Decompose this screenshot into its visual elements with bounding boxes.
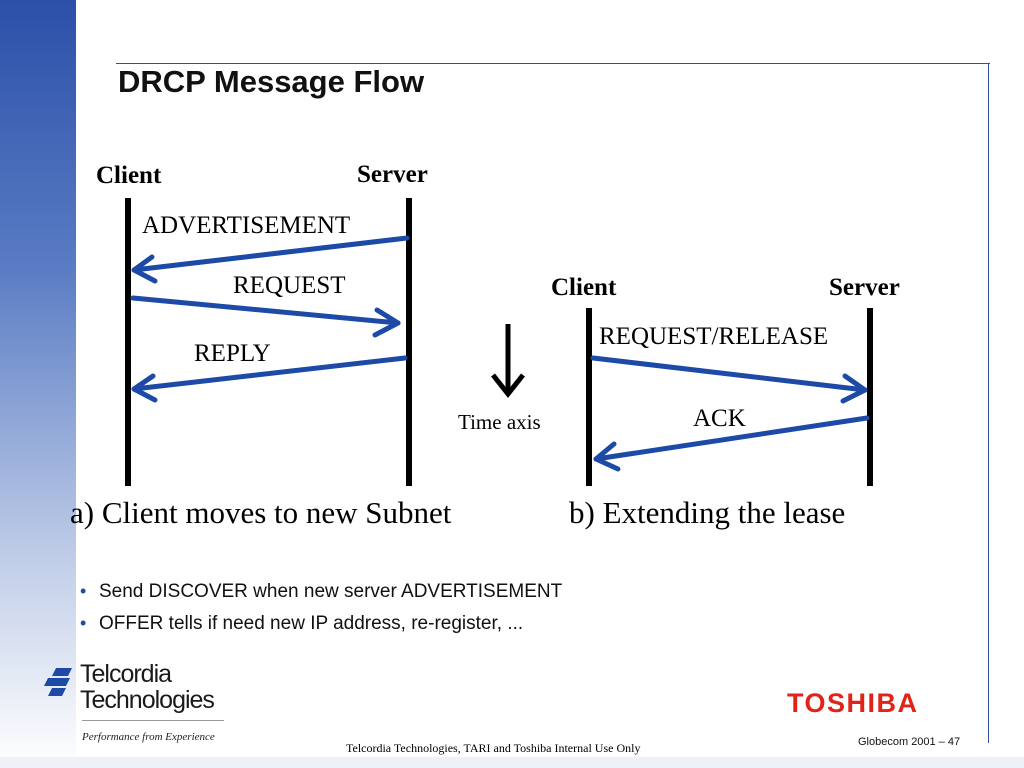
server-label-b: Server (829, 274, 900, 301)
reply-arrow (131, 355, 408, 403)
footer-page-number: Globecom 2001 – 47 (858, 736, 961, 748)
advertisement-label: ADVERTISEMENT (142, 212, 351, 239)
bullet-text: Send DISCOVER when new server ADVERTISEM… (99, 581, 563, 602)
request-release-arrow (590, 355, 868, 404)
footer-center-text: Telcordia Technologies, TARI and Toshiba… (346, 741, 641, 755)
right-rule (988, 63, 989, 743)
telcordia-name-2: Technologies (80, 686, 215, 714)
advertisement-arrow (131, 235, 410, 284)
bullet-dot: • (80, 613, 87, 633)
ack-arrow (593, 415, 870, 472)
ack-label: ACK (693, 405, 746, 432)
telcordia-logo: Telcordia Technologies Performance from … (42, 660, 242, 750)
bullet-item: • Send DISCOVER when new server ADVERTISE… (80, 578, 562, 610)
client-label-a: Client (96, 162, 162, 189)
time-axis-arrow (491, 324, 525, 399)
left-gradient-band (0, 0, 76, 768)
bullet-dot: • (80, 581, 87, 601)
telcordia-tagline: Performance from Experience (82, 731, 215, 743)
request-release-label: REQUEST/RELEASE (599, 323, 829, 350)
bullet-list: • Send DISCOVER when new server ADVERTISE… (80, 578, 562, 642)
message-flow-diagram (125, 198, 873, 486)
bullet-text: OFFER tells if need new IP address, re-r… (99, 613, 524, 634)
bullet-item: • OFFER tells if need new IP address, re-… (80, 610, 562, 642)
title-rule (116, 63, 990, 64)
slide-title: DRCP Message Flow (118, 64, 425, 99)
bottom-strip (0, 757, 1024, 768)
reply-label: REPLY (194, 340, 271, 367)
toshiba-logo: TOSHIBA (787, 688, 919, 718)
telcordia-mark-icon (44, 668, 72, 696)
telcordia-divider (82, 720, 224, 721)
request-arrow (130, 295, 401, 338)
caption-b: b) Extending the lease (569, 495, 846, 530)
time-axis-label: Time axis (458, 410, 541, 434)
server-label-a: Server (357, 161, 428, 188)
request-label: REQUEST (233, 272, 346, 299)
caption-a: a) Client moves to new Subnet (70, 495, 452, 530)
client-label-b: Client (551, 274, 617, 301)
telcordia-name: Telcordia (80, 660, 172, 688)
